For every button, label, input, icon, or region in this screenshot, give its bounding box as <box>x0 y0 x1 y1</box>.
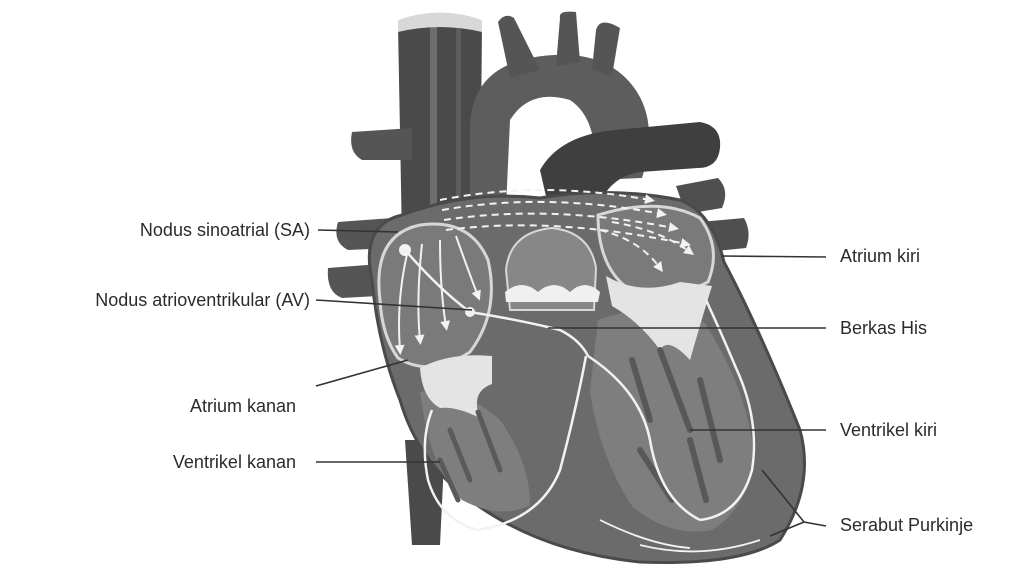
av-node <box>465 307 475 317</box>
right-pulmonary-vein-upper <box>351 128 412 160</box>
label-left-ventricle: Ventrikel kiri <box>840 420 937 440</box>
left-carotid-artery <box>556 12 580 66</box>
left-subclavian-artery <box>592 22 620 76</box>
label-purkinje-fibers: Serabut Purkinje <box>840 515 973 535</box>
leader-left-atrium <box>722 256 826 257</box>
aortic-valve <box>505 285 600 302</box>
right-atrium-chamber <box>379 224 492 367</box>
label-sa-node: Nodus sinoatrial (SA) <box>40 220 310 240</box>
label-right-atrium: Atrium kanan <box>60 396 296 416</box>
label-bundle-his: Berkas His <box>840 318 927 338</box>
sa-node <box>399 244 411 256</box>
label-right-ventricle: Ventrikel kanan <box>60 452 296 472</box>
label-av-node: Nodus atrioventrikular (AV) <box>10 290 310 310</box>
label-left-atrium: Atrium kiri <box>840 246 920 266</box>
